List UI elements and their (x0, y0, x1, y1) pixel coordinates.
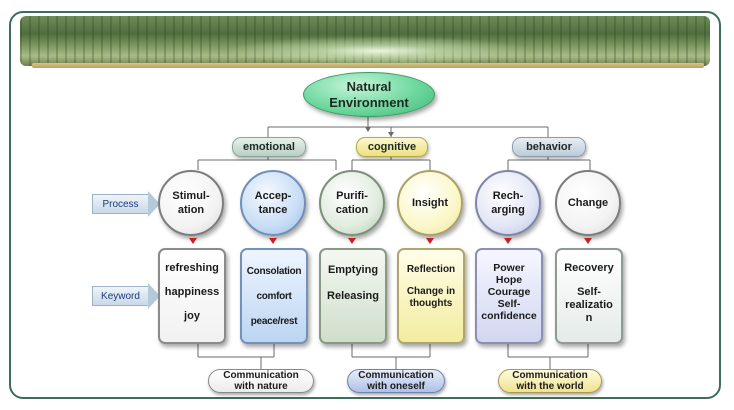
down-arrow-icon (584, 238, 592, 244)
process-text-line: Purifi- (336, 190, 368, 202)
keyword-text: Emptying (327, 264, 379, 276)
process-change: Change (555, 170, 621, 236)
keyword-text: refreshing (165, 262, 219, 274)
process-text-line: Insight (411, 197, 449, 209)
down-arrow-icon (504, 238, 512, 244)
category-emotional: emotional (232, 137, 306, 157)
down-arrow-icon (426, 238, 434, 244)
process-text-line: Rech- (492, 190, 524, 202)
comm-line-1: Communication (512, 370, 588, 381)
category-cognitive: cognitive (356, 137, 428, 157)
communication-with-nature: Communication with nature (208, 369, 314, 393)
process-stimulation: Stimul-ation (158, 170, 224, 236)
keyword-text: Releasing (327, 290, 379, 302)
keyword-text: Courage (487, 286, 531, 298)
root-line-1: Natural (346, 78, 392, 94)
keyword-box-acceptance: Consolation comfort peace/rest (240, 248, 308, 344)
communication-with-the-world: Communication with the world (498, 369, 602, 393)
keyword-box-purification: Emptying Releasing (319, 248, 387, 344)
process-text-line: arging (491, 204, 525, 216)
keyword-text: Consolation (246, 266, 302, 277)
keyword-text: happiness (164, 286, 220, 298)
process-purification: Purifi-cation (319, 170, 385, 236)
keyword-label: Keyword (92, 286, 148, 306)
process-arrow-head-icon (148, 191, 160, 217)
keyword-text: Recovery (564, 262, 614, 274)
category-behavior: behavior (512, 137, 586, 157)
keyword-text: Power (493, 262, 525, 274)
process-label: Process (92, 194, 148, 214)
keyword-text: Hope (495, 274, 523, 286)
down-arrow-icon (189, 238, 197, 244)
keyword-text: peace/rest (250, 316, 298, 327)
comm-line-2: with nature (234, 381, 288, 392)
keyword-box-insight: Reflection Change in thoughts (397, 248, 465, 344)
keyword-text: Change in (406, 286, 456, 297)
process-text-line: Change (567, 197, 609, 209)
down-arrow-icon (348, 238, 356, 244)
comm-line-2: with oneself (367, 381, 425, 392)
keyword-text: Self- (497, 298, 521, 310)
process-text-line: tance (258, 204, 288, 216)
process-text-line: cation (335, 204, 369, 216)
forest-banner-image (20, 16, 710, 66)
keyword-box-change: Recovery Self- realizatio n (555, 248, 623, 344)
keyword-text: thoughts (409, 298, 453, 309)
root-line-2: Environment (329, 94, 409, 110)
process-insight: Insight (397, 170, 463, 236)
process-row-label: Process (92, 191, 160, 217)
comm-line-1: Communication (358, 370, 434, 381)
keyword-box-recharging: Power Hope Courage Self- confidence (475, 248, 543, 344)
keyword-text: n (585, 312, 593, 324)
process-text-line: ation (177, 204, 205, 216)
keyword-arrow-head-icon (148, 283, 160, 309)
keyword-box-stimulation: refreshing happiness joy (158, 248, 226, 344)
comm-line-1: Communication (223, 370, 299, 381)
keyword-text: Reflection (406, 264, 456, 275)
process-text-line: Accep- (254, 190, 292, 202)
keyword-text: confidence (481, 310, 537, 322)
keyword-text: realizatio (565, 299, 613, 311)
keyword-text: Self- (577, 286, 601, 298)
communication-with-oneself: Communication with oneself (347, 369, 445, 393)
keyword-text: joy (184, 310, 200, 322)
keyword-row-label: Keyword (92, 283, 160, 309)
down-arrow-icon (269, 238, 277, 244)
banner-divider (32, 63, 704, 68)
process-recharging: Rech-arging (475, 170, 541, 236)
process-text-line: Stimul- (172, 190, 210, 202)
process-acceptance: Accep-tance (240, 170, 306, 236)
comm-line-2: with the world (516, 381, 584, 392)
keyword-text: comfort (256, 291, 292, 302)
